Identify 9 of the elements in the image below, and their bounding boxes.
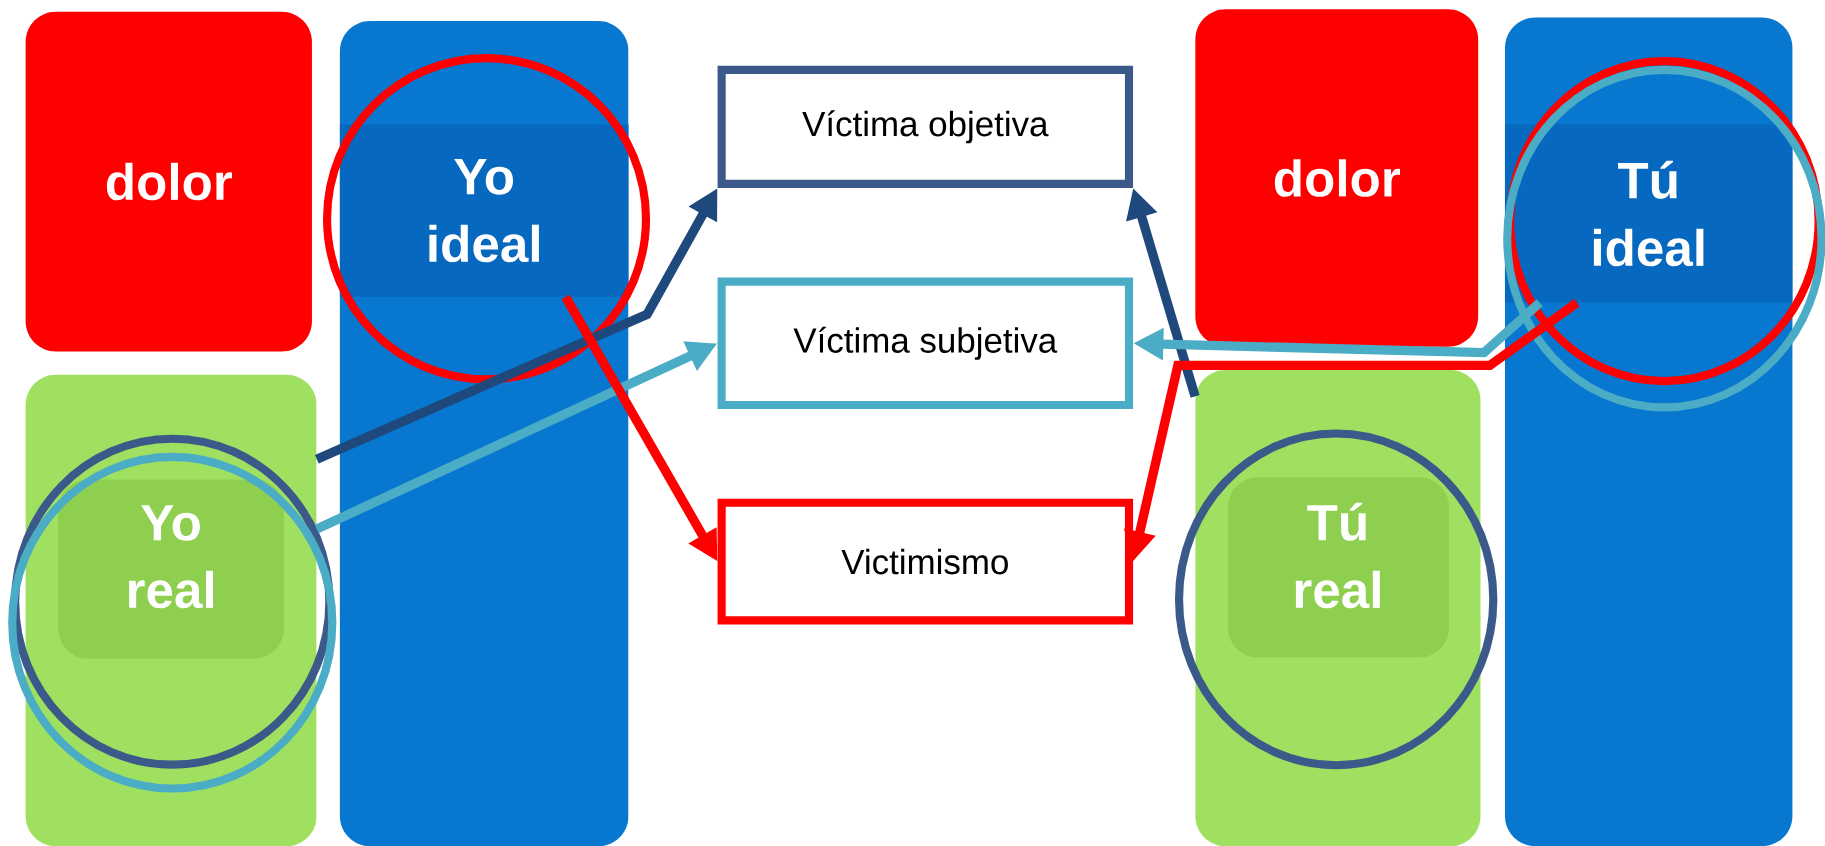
category-box: Victimismo (717, 498, 1134, 625)
category-box: Víctima objetiva (717, 65, 1134, 188)
category-box: Víctima subjetiva (717, 277, 1134, 410)
pain-box: dolor (1195, 9, 1479, 347)
real-box: Yo real (25, 374, 317, 846)
ideal-band: Yo ideal (339, 124, 629, 297)
pain-box: dolor (25, 11, 312, 352)
ideal-band: Tú ideal (1504, 124, 1793, 303)
real-box: Tú real (1195, 370, 1481, 846)
